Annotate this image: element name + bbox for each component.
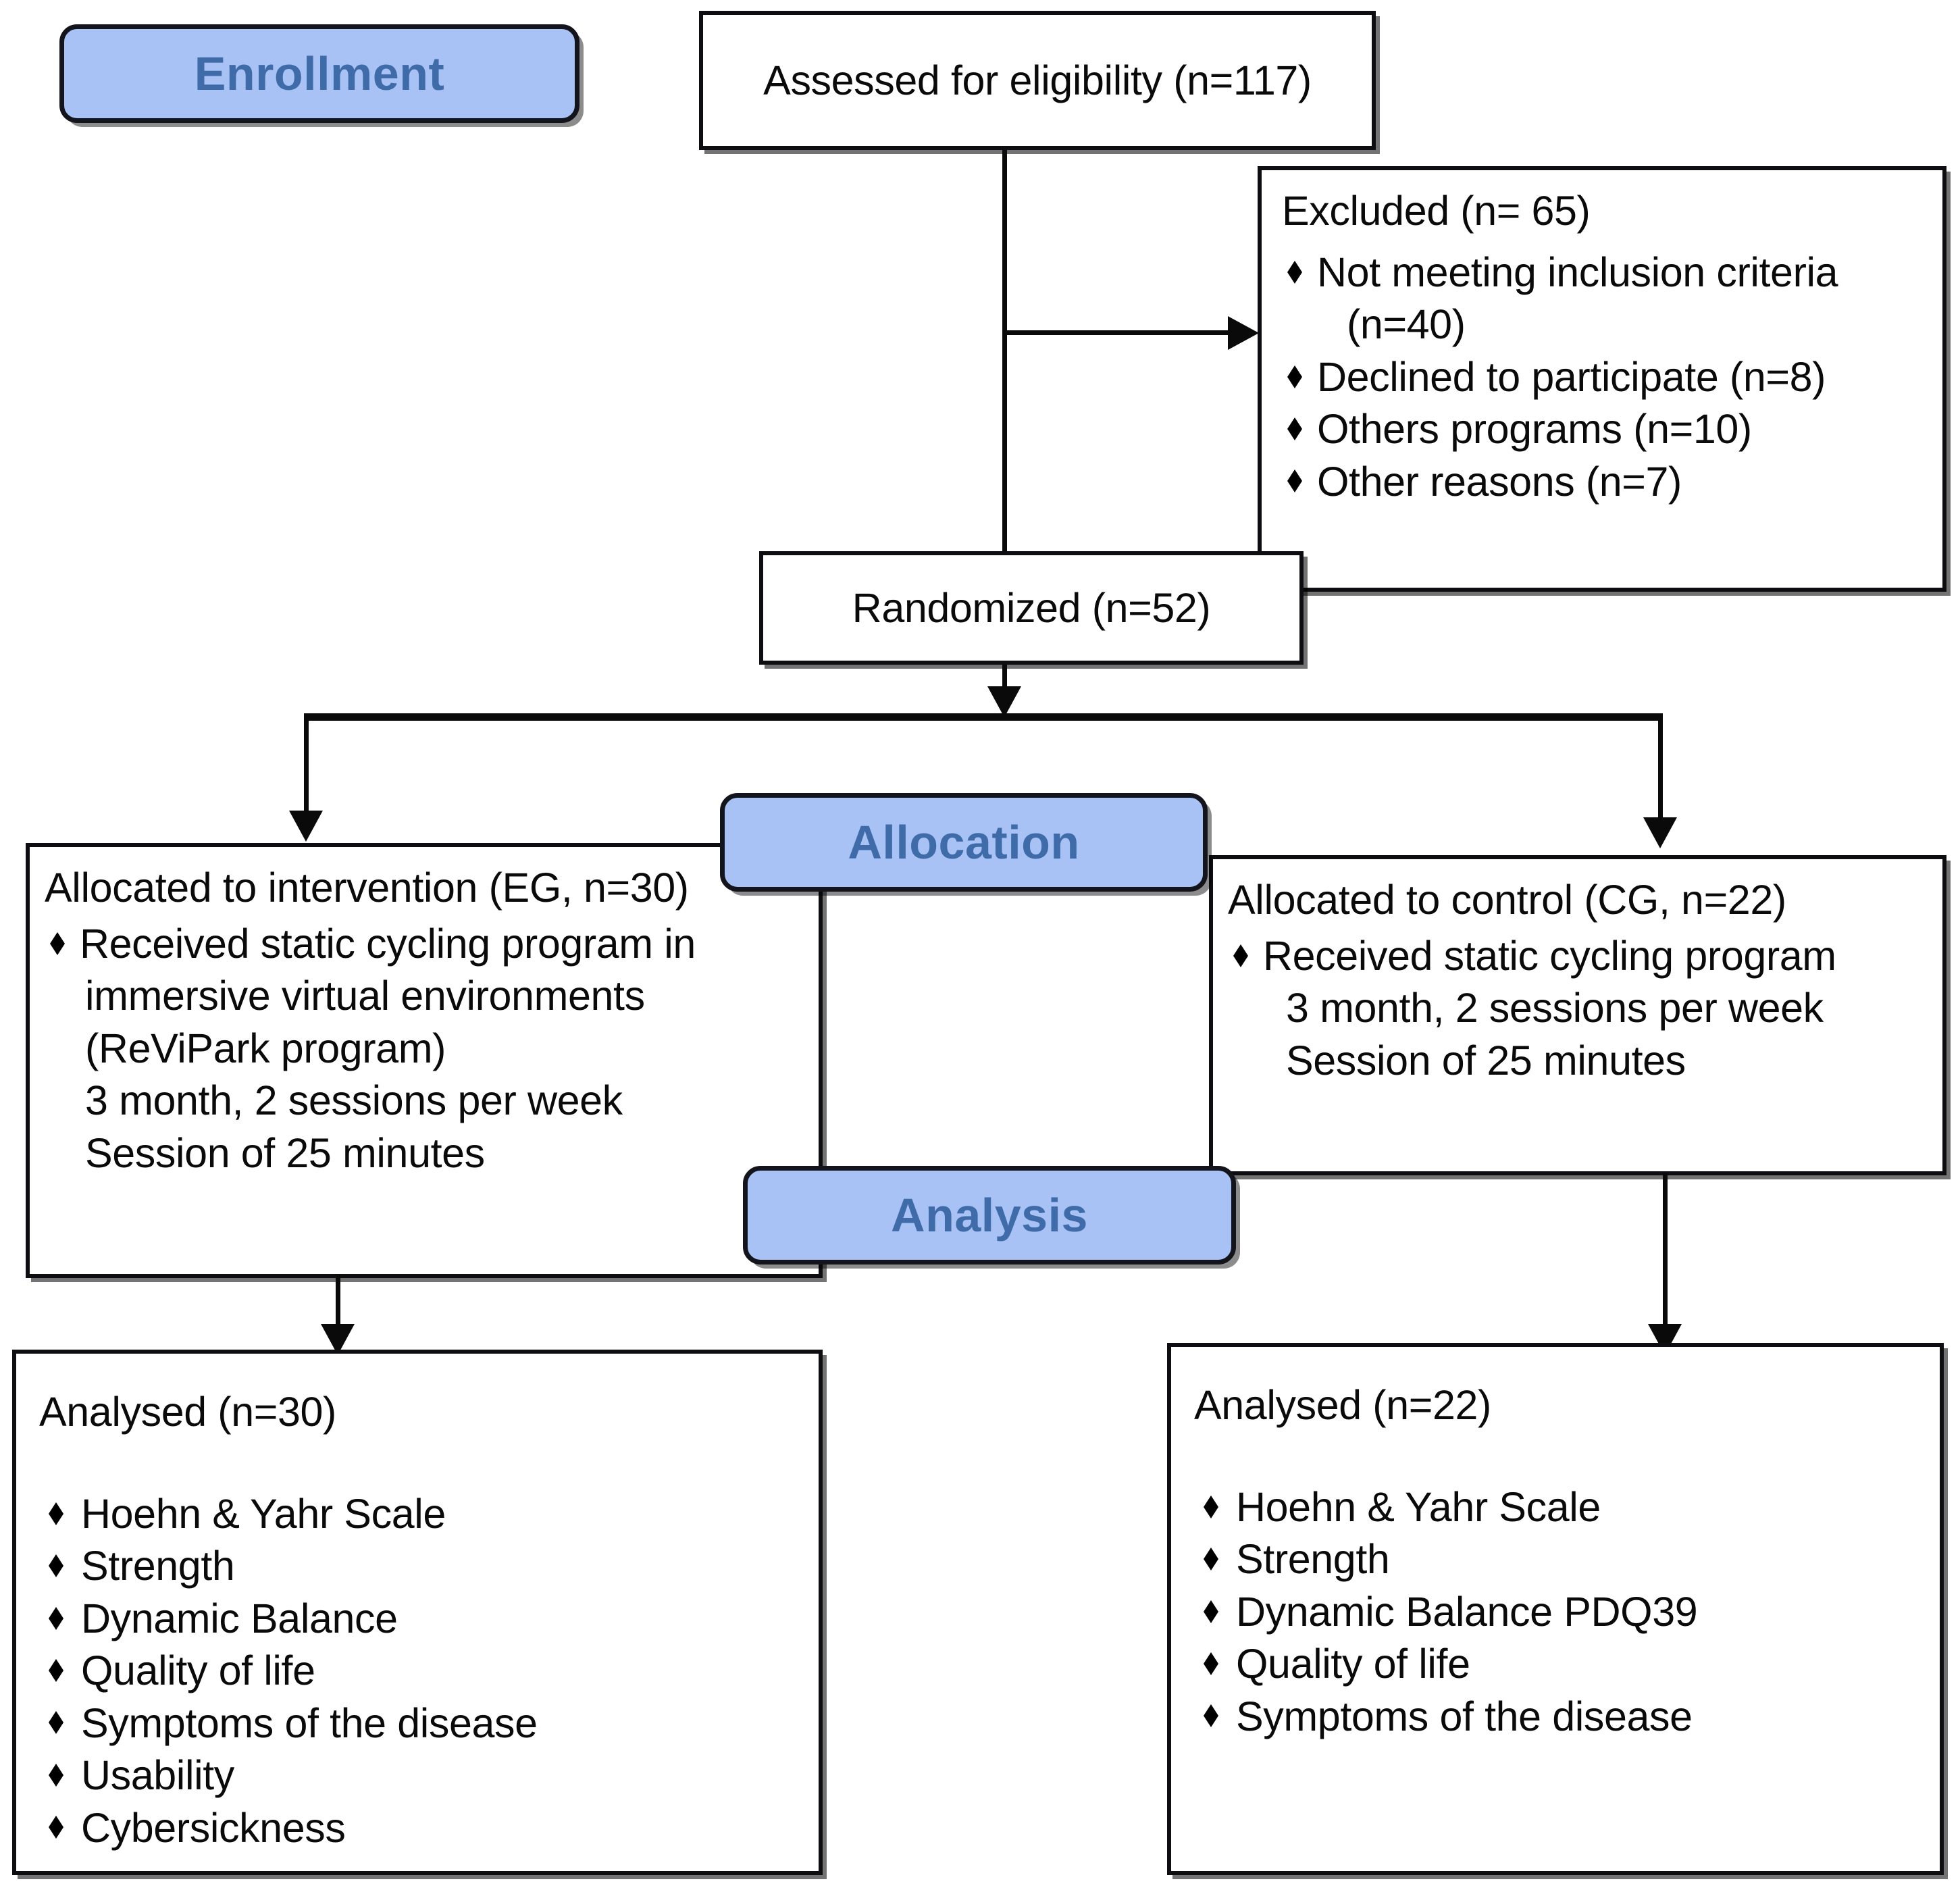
bullet-diamond-icon: [1287, 260, 1302, 284]
list-item-line: 3 month, 2 sessions per week: [85, 1077, 623, 1124]
list-item: Usability: [39, 1749, 812, 1802]
allocated-intervention-detail-list: Received static cycling program in immer…: [45, 918, 812, 1179]
list-item: Dynamic Balance: [39, 1593, 812, 1645]
list-item: Received static cycling program in immer…: [45, 918, 812, 1179]
list-item: Others programs (n=10): [1282, 403, 1929, 455]
list-item-line: Session of 25 minutes: [85, 1129, 485, 1176]
list-item-text: Not meeting inclusion criteria: [1317, 249, 1838, 295]
bullet-diamond-icon: [1287, 417, 1302, 440]
list-item: Strength: [1194, 1533, 1933, 1585]
bullet-diamond-icon: [49, 1606, 63, 1630]
list-item-text: Strength: [81, 1543, 235, 1589]
excluded-heading: Excluded (n= 65): [1282, 188, 1591, 234]
connector-split-to-cg: [1658, 713, 1663, 823]
allocated-control-heading: Allocated to control (CG, n=22): [1228, 877, 1786, 923]
bullet-diamond-icon: [1287, 469, 1302, 493]
node-allocated-control: Allocated to control (CG, n=22) Received…: [1209, 855, 1946, 1175]
list-item: Dynamic Balance PDQ39: [1194, 1586, 1933, 1638]
list-item: Hoehn & Yahr Scale: [39, 1488, 812, 1540]
list-item: Quality of life: [39, 1645, 812, 1697]
stage-badge-analysis-label: Analysis: [891, 1189, 1088, 1242]
list-item-text: Cybersickness: [81, 1804, 346, 1851]
connector-eg-to-analysed: [336, 1274, 340, 1329]
node-analysed-intervention: Analysed (n=30) Hoehn & Yahr Scale Stren…: [12, 1350, 823, 1875]
allocated-control-detail-list: Received static cycling program 3 month,…: [1228, 930, 1936, 1087]
arrowhead-to-eg-icon: [289, 811, 323, 842]
stage-badge-analysis: Analysis: [743, 1166, 1236, 1265]
bullet-diamond-icon: [49, 1711, 63, 1735]
bullet-diamond-icon: [1233, 944, 1248, 967]
connector-split-to-eg: [304, 713, 309, 816]
list-item-line: Session of 25 minutes: [1286, 1037, 1686, 1083]
excluded-reason-list: Not meeting inclusion criteria (n=40) De…: [1282, 247, 1929, 508]
connector-randomized-stem: [1002, 665, 1007, 690]
connector-allocation-split-bar: [304, 713, 1663, 721]
analysed-control-heading: Analysed (n=22): [1194, 1382, 1491, 1428]
bullet-diamond-icon: [49, 1659, 63, 1682]
analysed-control-outcome-list: Hoehn & Yahr Scale Strength Dynamic Bala…: [1194, 1481, 1933, 1743]
list-item-text: Quality of life: [81, 1648, 315, 1694]
node-assessed-for-eligibility: Assessed for eligibility (n=117): [699, 11, 1376, 150]
list-item: Declined to participate (n=8): [1282, 351, 1929, 403]
list-item: Cybersickness: [39, 1802, 812, 1854]
list-item-continuation: (n=40): [1347, 301, 1466, 348]
list-item: Quality of life: [1194, 1638, 1933, 1690]
assessed-label: Assessed for eligibility (n=117): [763, 57, 1312, 103]
arrowhead-randomized-split-icon: [987, 686, 1021, 717]
list-item-text: Received static cycling program in: [80, 920, 696, 967]
list-item-text: Other reasons (n=7): [1317, 458, 1682, 505]
list-item-text: Dynamic Balance: [81, 1595, 398, 1641]
list-item-text: Others programs (n=10): [1317, 406, 1752, 453]
list-item-line: immersive virtual environments: [85, 973, 645, 1019]
allocated-intervention-heading: Allocated to intervention (EG, n=30): [45, 865, 689, 911]
list-item: Symptoms of the disease: [39, 1697, 812, 1749]
list-item-text: Declined to participate (n=8): [1317, 353, 1826, 400]
bullet-diamond-icon: [49, 1763, 63, 1787]
stage-badge-enrollment-label: Enrollment: [194, 47, 445, 100]
list-item-line: (ReViPark program): [85, 1025, 446, 1071]
list-item-text: Hoehn & Yahr Scale: [81, 1490, 446, 1537]
bullet-diamond-icon: [1287, 365, 1302, 388]
list-item-text: Dynamic Balance PDQ39: [1236, 1588, 1698, 1635]
node-allocated-intervention: Allocated to intervention (EG, n=30) Rec…: [26, 843, 823, 1278]
randomized-label: Randomized (n=52): [852, 584, 1211, 631]
bullet-diamond-icon: [49, 1502, 63, 1525]
arrowhead-to-excluded-icon: [1228, 316, 1259, 350]
list-item: Symptoms of the disease: [1194, 1691, 1933, 1743]
analysed-intervention-outcome-list: Hoehn & Yahr Scale Strength Dynamic Bala…: [39, 1488, 812, 1854]
connector-assessed-to-excluded: [1002, 330, 1229, 335]
connector-assessed-to-randomized: [1002, 150, 1007, 596]
bullet-diamond-icon: [1204, 1600, 1218, 1623]
node-analysed-control: Analysed (n=22) Hoehn & Yahr Scale Stren…: [1167, 1343, 1944, 1875]
list-item: Other reasons (n=7): [1282, 456, 1929, 508]
list-item-text: Symptoms of the disease: [81, 1700, 538, 1746]
connector-cg-to-analysed: [1663, 1173, 1668, 1329]
stage-badge-enrollment: Enrollment: [59, 24, 579, 123]
list-item-line: 3 month, 2 sessions per week: [1286, 985, 1824, 1031]
node-randomized: Randomized (n=52): [759, 551, 1304, 665]
list-item-text: Symptoms of the disease: [1236, 1693, 1693, 1739]
bullet-diamond-icon: [1204, 1495, 1218, 1518]
stage-badge-allocation: Allocation: [720, 793, 1208, 892]
bullet-diamond-icon: [50, 931, 65, 955]
bullet-diamond-icon: [49, 1816, 63, 1839]
list-item: Received static cycling program 3 month,…: [1228, 930, 1936, 1087]
list-item: Not meeting inclusion criteria (n=40): [1282, 247, 1929, 351]
list-item-text: Quality of life: [1236, 1641, 1470, 1687]
bullet-diamond-icon: [1204, 1652, 1218, 1675]
bullet-diamond-icon: [49, 1554, 63, 1578]
node-excluded: Excluded (n= 65) Not meeting inclusion c…: [1258, 166, 1946, 592]
list-item: Hoehn & Yahr Scale: [1194, 1481, 1933, 1533]
list-item: Strength: [39, 1540, 812, 1592]
list-item-text: Hoehn & Yahr Scale: [1236, 1483, 1601, 1530]
list-item-text: Strength: [1236, 1536, 1390, 1583]
bullet-diamond-icon: [1204, 1548, 1218, 1571]
bullet-diamond-icon: [1204, 1704, 1218, 1728]
analysed-intervention-heading: Analysed (n=30): [39, 1389, 336, 1435]
list-item-text: Received static cycling program: [1263, 932, 1836, 979]
stage-badge-allocation-label: Allocation: [848, 816, 1080, 869]
arrowhead-to-cg-icon: [1643, 817, 1677, 848]
list-item-text: Usability: [81, 1752, 234, 1799]
